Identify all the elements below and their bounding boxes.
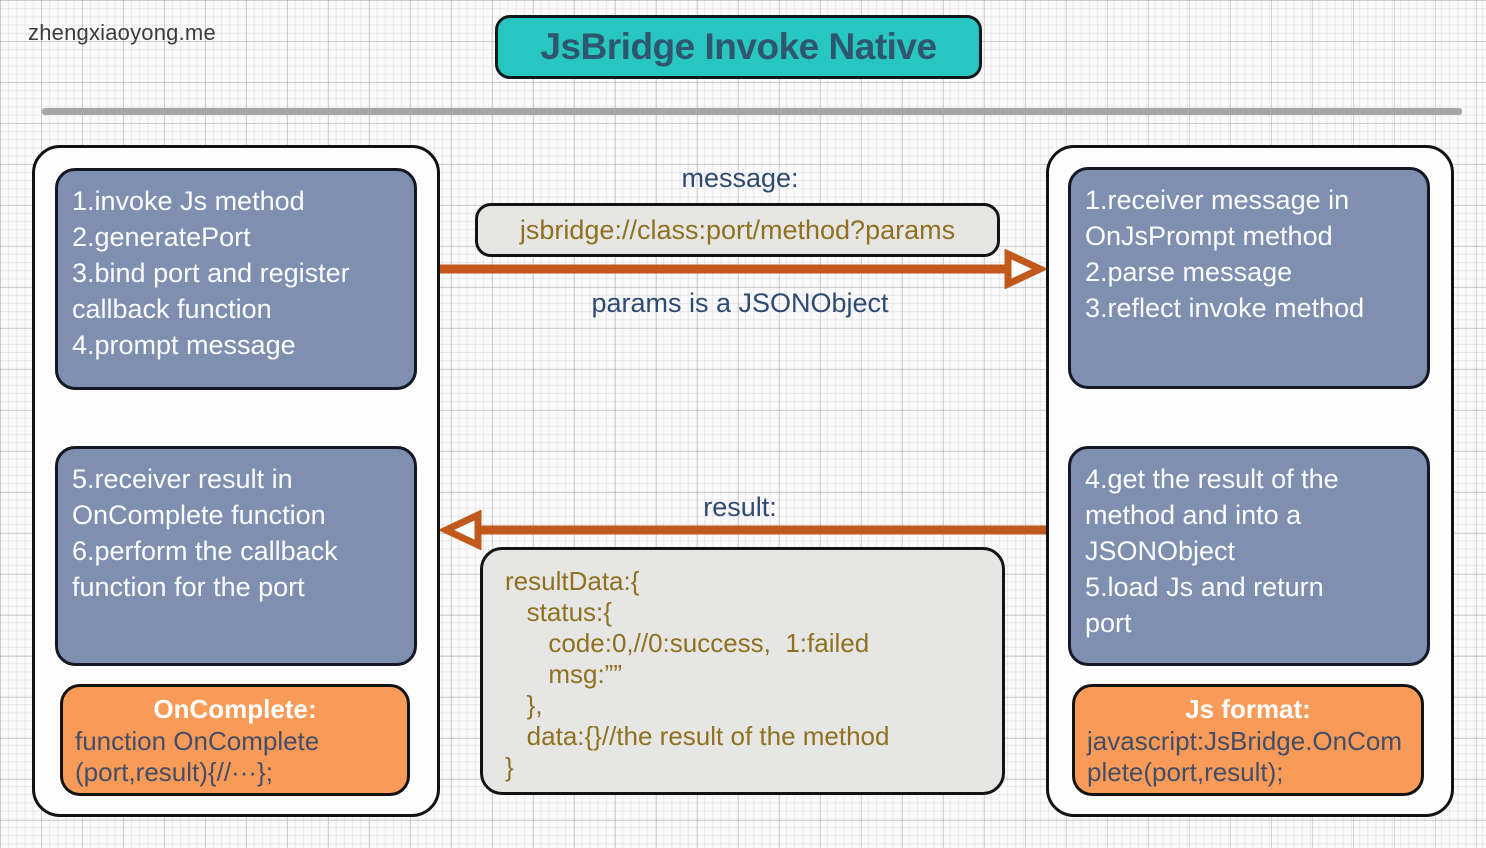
horizontal-divider [42, 108, 1462, 115]
arrow-right-icon [440, 249, 1046, 289]
oncomplete-callback-box: OnComplete: function OnComplete (port,re… [60, 684, 410, 796]
oncomplete-code: function OnComplete (port,result){//···}… [75, 726, 320, 787]
result-data-code-box: resultData:{ status:{ code:0,//0:success… [480, 547, 1005, 795]
js-format-box: Js format: javascript:JsBridge.OnComplet… [1072, 684, 1424, 796]
oncomplete-title: OnComplete: [153, 694, 317, 724]
message-uri: jsbridge://class:port/method?params [519, 214, 956, 245]
arrow-left-icon [440, 510, 1046, 550]
watermark: zhengxiaoyong.me [28, 20, 216, 45]
js-format-code: javascript:JsBridge.OnComplete(port,resu… [1087, 726, 1402, 787]
params-note: params is a JSONObject [591, 288, 889, 318]
result-label: result: [703, 492, 777, 522]
left-steps-bottom: 5.receiver result in OnComplete function… [55, 446, 417, 666]
diagram-title-box: JsBridge Invoke Native [495, 15, 982, 79]
message-uri-box: jsbridge://class:port/method?params [475, 203, 1000, 257]
right-steps-top: 1.receiver message in OnJsPrompt method … [1068, 167, 1430, 389]
js-format-title: Js format: [1185, 694, 1311, 724]
left-steps-top: 1.invoke Js method 2.generatePort 3.bind… [55, 168, 417, 390]
right-steps-bottom: 4.get the result of the method and into … [1068, 446, 1430, 666]
message-label: message: [681, 163, 799, 193]
diagram-title: JsBridge Invoke Native [540, 26, 937, 67]
